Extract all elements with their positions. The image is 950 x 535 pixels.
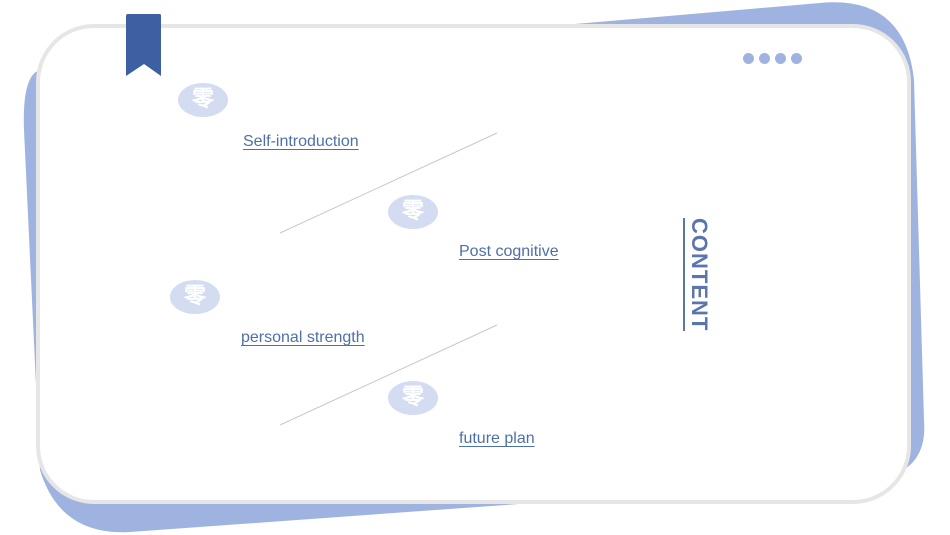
item-link-personal-strength[interactable]: personal strength [241,329,365,346]
item-number-badge: 零 [388,195,438,229]
page-title: CONTENT [683,218,712,332]
item-link-future-plan[interactable]: future plan [459,430,535,447]
item-link-self-introduction[interactable]: Self-introduction [243,133,359,150]
dot [759,53,770,64]
dot [791,53,802,64]
dot [775,53,786,64]
bookmark-ribbon-icon [126,14,161,76]
item-number-badge: 零 [388,381,438,415]
item-link-post-cognitive[interactable]: Post cognitive [459,243,559,260]
item-number-badge: 零 [178,83,228,117]
dot [743,53,754,64]
more-dots-icon[interactable] [743,53,802,64]
item-number-badge: 零 [170,280,220,314]
